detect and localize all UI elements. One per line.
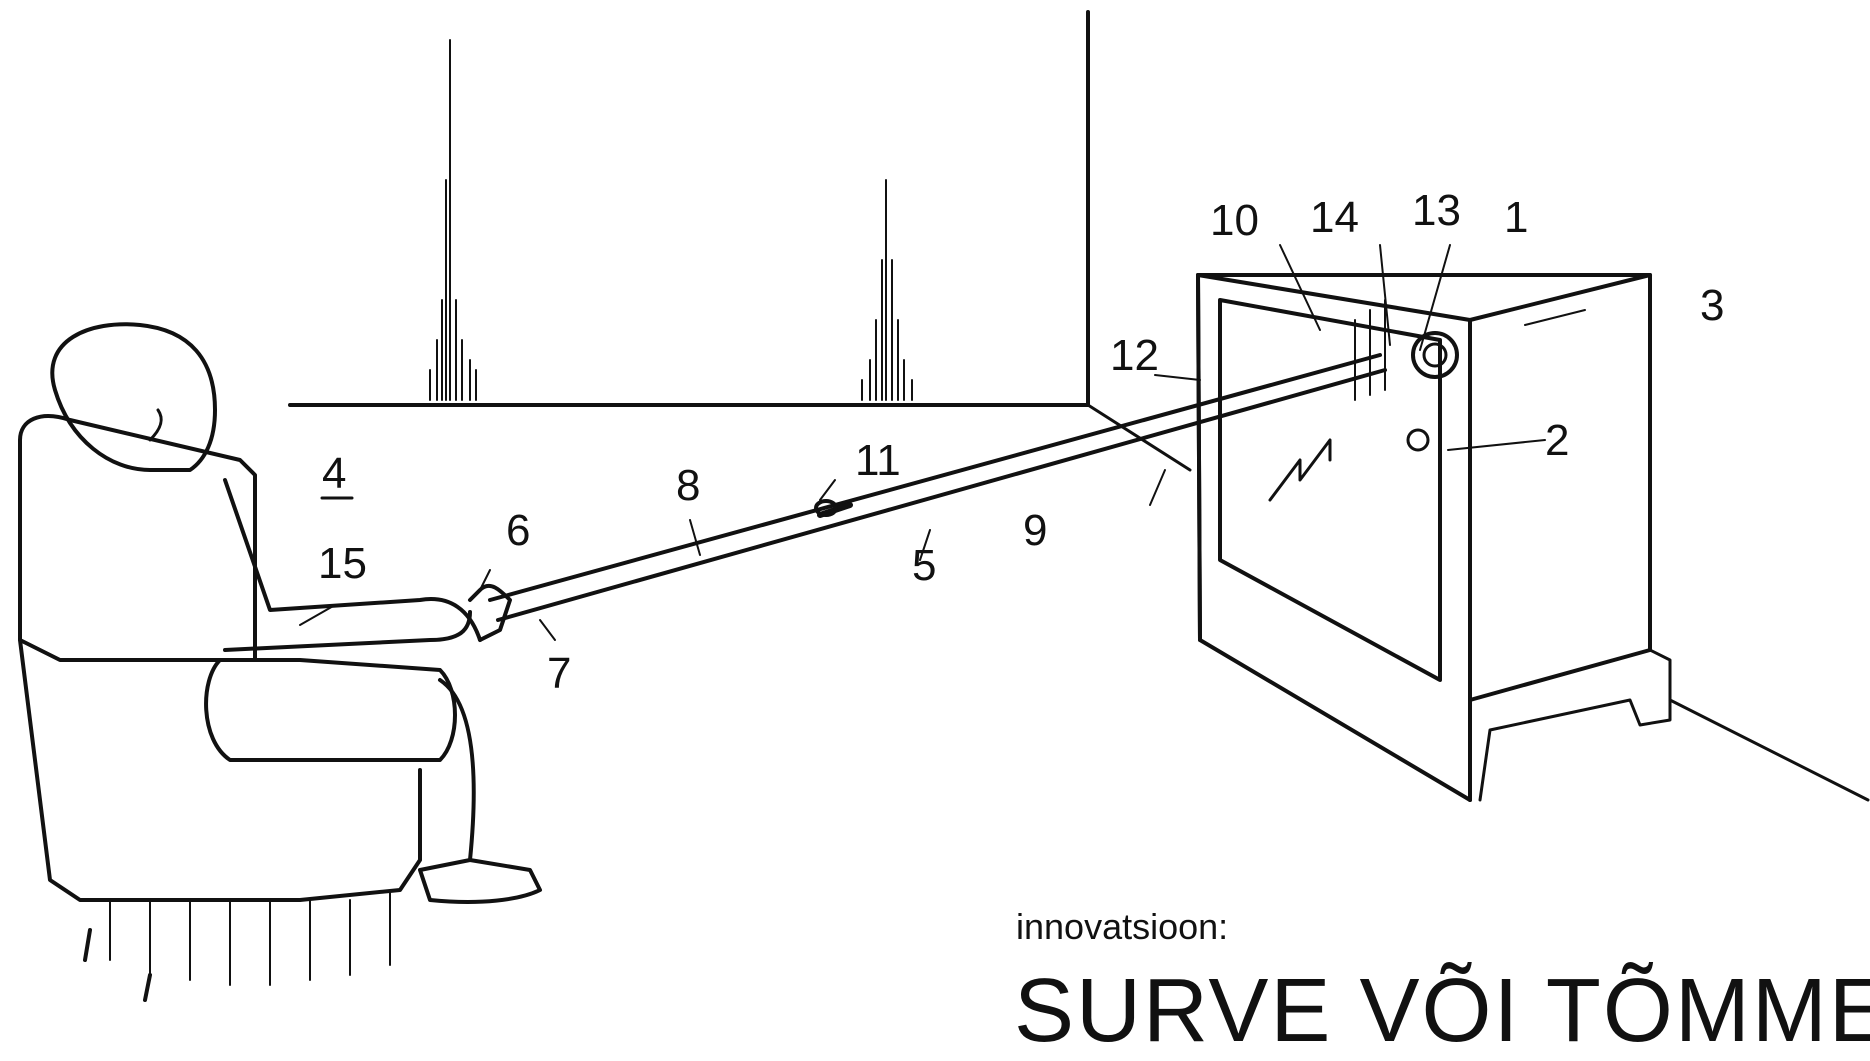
label-14: 14: [1310, 193, 1359, 242]
label-5: 5: [912, 541, 936, 590]
label-13: 13: [1412, 186, 1461, 235]
label-7: 7: [547, 649, 571, 698]
label-11: 11: [855, 436, 901, 485]
curtain-left: [429, 39, 477, 401]
diagram-labels: 1 2 3 4 5 6 7 8 9 10 11 12 13 14 15: [318, 186, 1724, 698]
television-set: [1196, 273, 1672, 802]
label-2: 2: [1545, 416, 1569, 465]
label-6: 6: [506, 506, 530, 555]
caption-subtitle: innovatsioon:: [1016, 906, 1229, 947]
armchair: [18, 414, 457, 1002]
room-outline: [288, 10, 1870, 802]
seated-person: [50, 322, 542, 904]
label-15: 15: [318, 539, 367, 588]
push-pull-pole: [488, 353, 1387, 622]
label-9: 9: [1023, 506, 1047, 555]
label-4: 4: [322, 449, 346, 498]
label-leaders: [299, 244, 1586, 641]
label-8: 8: [676, 461, 700, 510]
label-3: 3: [1700, 281, 1724, 330]
label-10: 10: [1210, 196, 1259, 245]
caption-title: SURVE VÕI TÕMME: [1014, 961, 1870, 1061]
label-12: 12: [1110, 331, 1159, 380]
curtain-right: [861, 179, 913, 401]
label-1: 1: [1504, 193, 1528, 242]
